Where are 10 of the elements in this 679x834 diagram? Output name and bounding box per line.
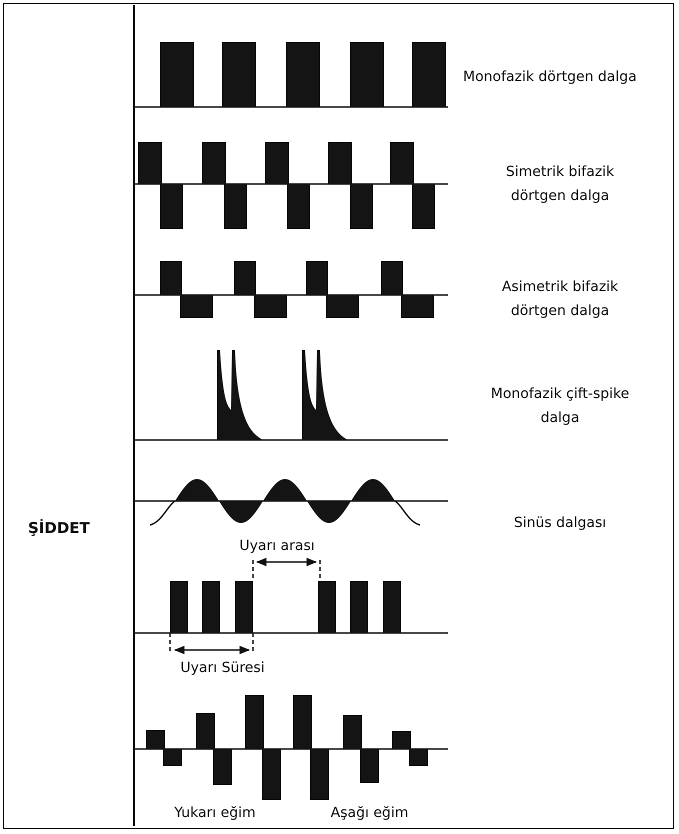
annotation-label: Aşağı eğim	[330, 804, 410, 823]
axis-label: ŞİDDET	[28, 518, 91, 539]
waveform-label: Asimetrik bifazik dörtgen dalga	[500, 278, 620, 321]
dimension-label: Uyarı Süresi	[179, 659, 266, 678]
waveform-label: Simetrik bifazik dörtgen dalga	[504, 163, 616, 206]
waveform-label: Sinüs dalgası	[512, 514, 608, 533]
dimension-label: Uyarı arası	[238, 537, 316, 556]
waveform-label: Monofazik dörtgen dalga	[463, 68, 638, 87]
waveform-label: Monofazik çift-spike dalga	[490, 385, 630, 428]
annotation-label: Yukarı eğim	[173, 804, 257, 823]
